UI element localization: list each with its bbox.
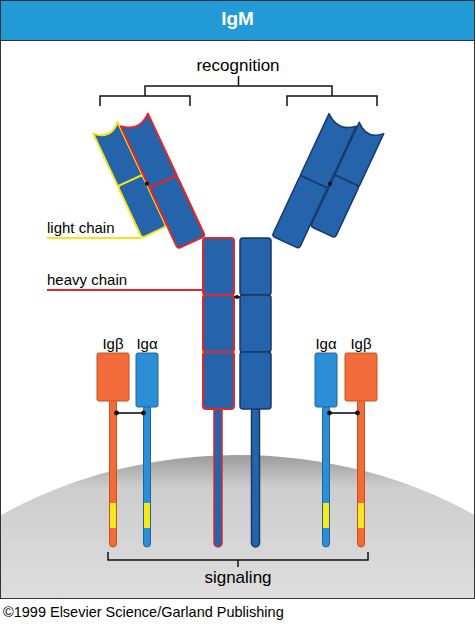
- heavy-chain-variable-domain: [121, 114, 177, 188]
- heavy-chain-tail: [214, 404, 222, 547]
- disulfide-dot: [235, 295, 239, 299]
- heavy-chain-leader: [47, 289, 203, 291]
- signaling-chain: Igβ: [343, 335, 379, 547]
- transmembrane-tail: [110, 399, 117, 547]
- extracellular-domain: [97, 353, 129, 401]
- chain-label: Igβ: [331, 335, 391, 353]
- figure-title: IgM: [0, 10, 475, 28]
- chain-shape: [309, 335, 343, 547]
- disulfide-dot: [327, 181, 332, 186]
- chain-label: light chain: [47, 219, 167, 237]
- recognition-bracket: [100, 76, 377, 106]
- extracellular-domain: [345, 353, 377, 401]
- chain-label: Igα: [297, 335, 355, 353]
- heavy-chain-domain: [240, 238, 271, 295]
- right-fab-arm: [272, 109, 384, 260]
- transmembrane-tail: [323, 405, 330, 547]
- signaling-chain: Igα: [130, 335, 164, 547]
- title-bar: [1, 1, 475, 41]
- heavy-chain-domain: [240, 352, 271, 409]
- heavy-chain-domain: [203, 295, 234, 352]
- chain-shape: [95, 335, 131, 547]
- signaling-chain: Igβ: [95, 335, 131, 547]
- chain-shape: [343, 335, 379, 547]
- disulfide-bond: [330, 412, 358, 414]
- itam-segment: [358, 503, 364, 528]
- heavy-chain-variable-domain: [300, 114, 356, 188]
- itam-segment: [144, 503, 150, 528]
- transmembrane-tail: [144, 405, 151, 547]
- chain-label: Igα: [118, 335, 176, 353]
- itam-segment: [110, 503, 116, 528]
- heavy-chain-domain: [203, 238, 234, 295]
- chain-shape: [130, 335, 164, 547]
- heavy-chain-domain: [240, 295, 271, 352]
- fc-left-column: [203, 238, 234, 409]
- signaling-chain: Igα: [309, 335, 343, 547]
- heavy-chain-domain: [203, 352, 234, 409]
- chain-label: Igβ: [83, 335, 143, 353]
- transmembrane-tail: [358, 399, 365, 547]
- bond-group: [327, 411, 360, 416]
- function-label: recognition: [138, 57, 338, 75]
- fc-right-column: [240, 238, 271, 409]
- disulfide-bond: [117, 412, 144, 414]
- itam-segment: [323, 503, 329, 528]
- function-label: signaling: [138, 569, 338, 587]
- light-chain-leader: [47, 237, 141, 239]
- extracellular-domain: [136, 353, 158, 407]
- heavy-chain-tail: [252, 404, 260, 547]
- heavy-chain-domain: [272, 175, 328, 248]
- bond-group: [114, 411, 146, 416]
- chain-label: heavy chain: [47, 271, 167, 289]
- heavy-chain-domain: [149, 175, 205, 248]
- cell-surface: [1, 455, 474, 598]
- figure-caption: ©1999 Elsevier Science/Garland Publishin…: [3, 603, 473, 621]
- signaling-bracket: [108, 552, 368, 567]
- disulfide-dot: [144, 181, 149, 186]
- extracellular-domain: [315, 353, 337, 407]
